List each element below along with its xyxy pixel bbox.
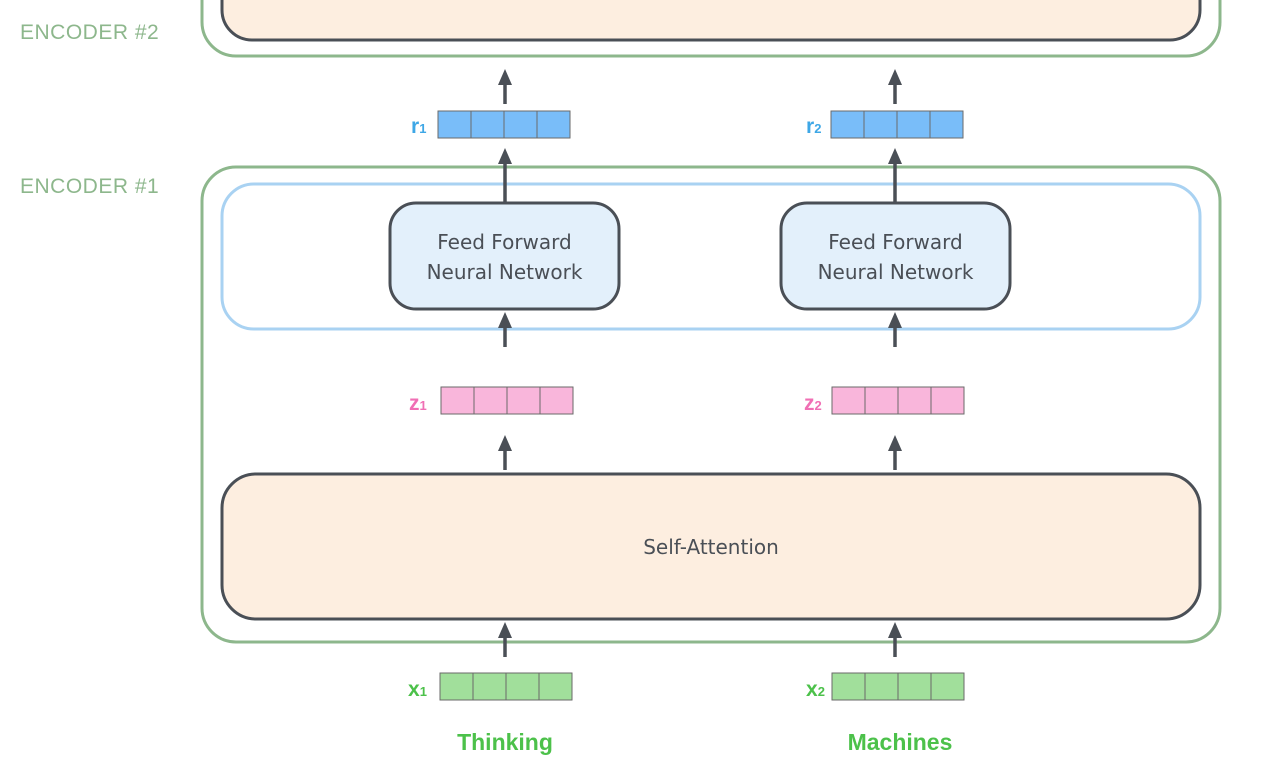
x1-label: x1: [408, 678, 427, 701]
encoder2-self-attention-box: [220, 0, 1202, 42]
r2-vector: [830, 110, 964, 139]
self-attention-box: Self-Attention: [220, 472, 1202, 621]
ffnn-box-1-line2: Neural Network: [427, 260, 583, 284]
arrow-r1-to-encoder2: [498, 69, 512, 104]
x2-label: x2: [806, 678, 825, 701]
x2-vector: [831, 672, 965, 701]
input-word-1: Thinking: [457, 729, 553, 755]
ffnn-box-1: Feed Forward Neural Network: [388, 201, 621, 311]
arrow-z2-to-ffnn: [888, 312, 902, 347]
ffnn-box-2-line2: Neural Network: [818, 260, 974, 284]
ffnn-box-2: Feed Forward Neural Network: [779, 201, 1012, 311]
arrow-x1-to-self-attention: [498, 622, 512, 657]
self-attention-label: Self-Attention: [643, 535, 779, 559]
ffnn-box-2-line1: Feed Forward: [828, 230, 963, 254]
encoder1-outline: [200, 165, 1222, 644]
z2-label: z2: [804, 392, 822, 415]
arrow-ffnn-to-r1: [498, 148, 512, 203]
r1-label: r1: [411, 115, 426, 138]
encoder2-label: ENCODER #2: [20, 21, 159, 44]
r1-vector: [437, 110, 571, 139]
arrow-r2-to-encoder2: [888, 69, 902, 104]
z1-vector: [440, 386, 574, 415]
ffnn-layer: [220, 182, 1202, 331]
encoder2-outline: [200, 0, 1222, 58]
z2-vector: [831, 386, 965, 415]
arrow-ffnn-to-r2: [888, 148, 902, 203]
r2-label: r2: [806, 115, 821, 138]
arrow-self-attention-to-z2: [888, 435, 902, 470]
z1-label: z1: [409, 392, 427, 415]
arrow-x2-to-self-attention: [888, 622, 902, 657]
input-word-2: Machines: [848, 729, 953, 755]
encoder1-label: ENCODER #1: [20, 175, 159, 198]
arrow-self-attention-to-z1: [498, 435, 512, 470]
arrow-z1-to-ffnn: [498, 312, 512, 347]
x1-vector: [439, 672, 573, 701]
ffnn-box-1-line1: Feed Forward: [437, 230, 572, 254]
